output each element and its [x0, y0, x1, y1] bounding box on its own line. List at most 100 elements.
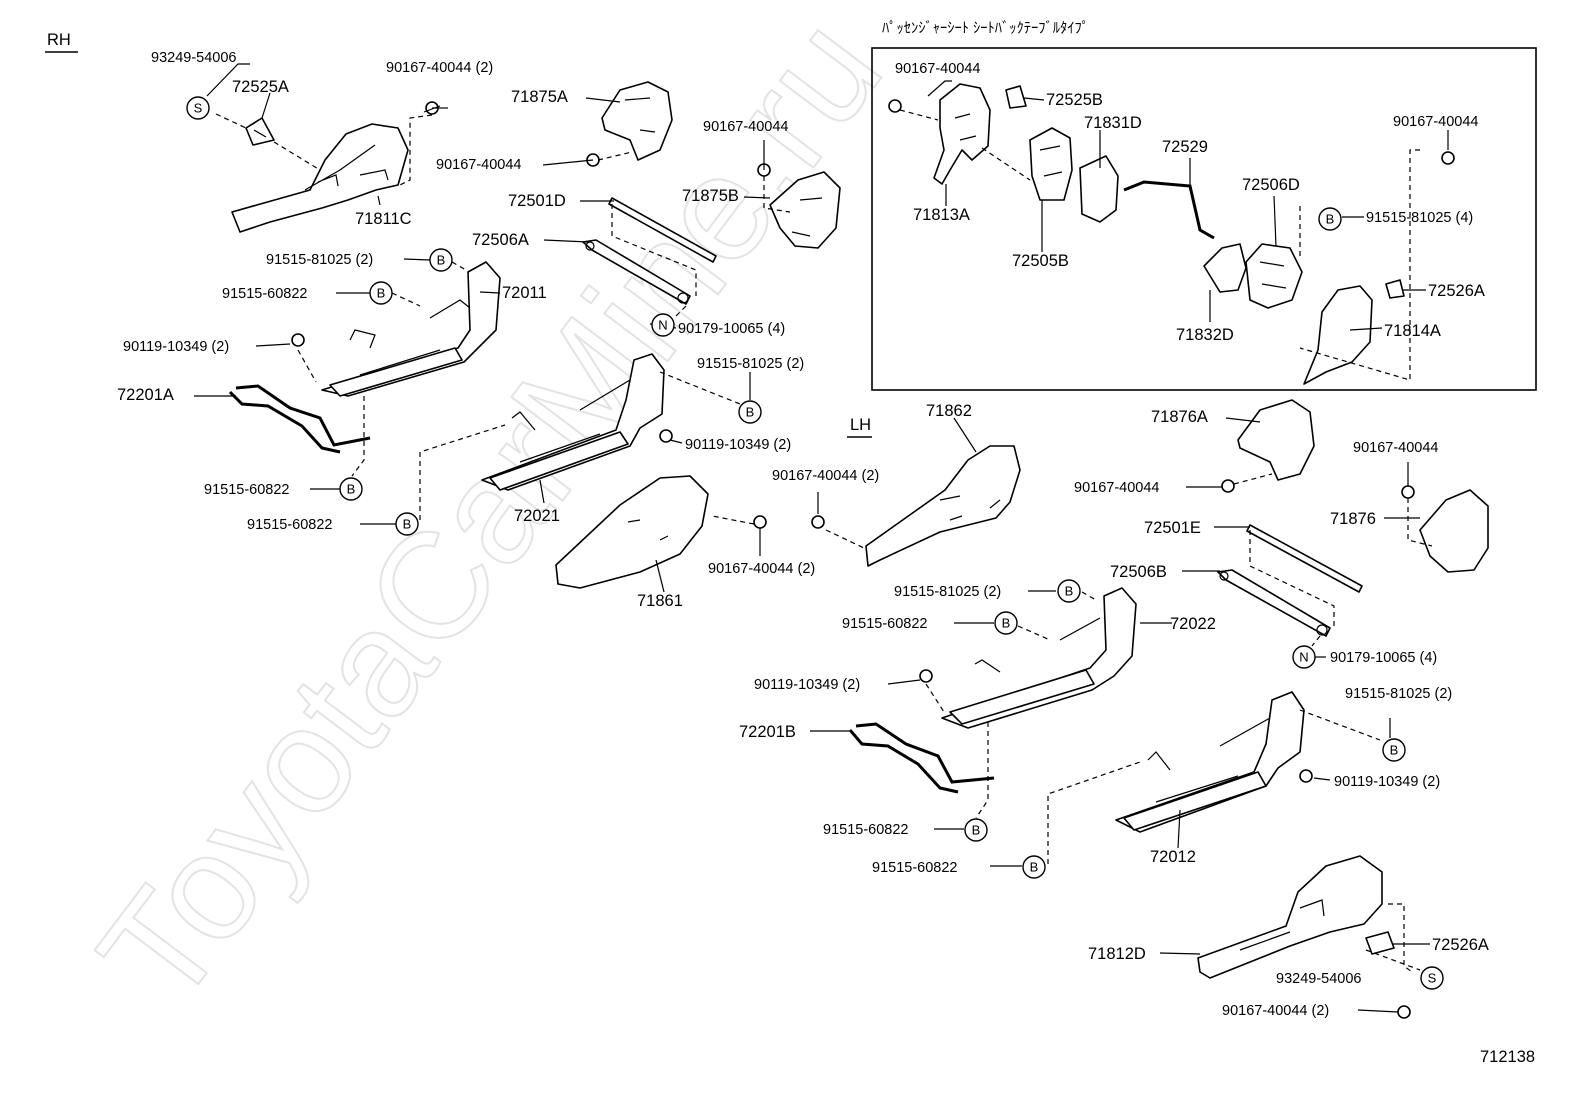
label-91515-81025-2-rh: 91515-81025 (2) [266, 252, 373, 268]
symbol-b-lh-4: B [964, 818, 988, 842]
svg-text:B: B [437, 253, 446, 268]
part-72506D [1245, 243, 1303, 309]
part-71813A [933, 83, 991, 185]
symbol-n-lh: N [1292, 645, 1316, 669]
section-lh-label: LH [850, 416, 871, 434]
label-90179-10065-4-lh: 90179-10065 (4) [1330, 650, 1437, 666]
label-72021: 72021 [514, 507, 560, 525]
label-90179-10065-4-rh: 90179-10065 (4) [678, 321, 785, 337]
part-72506A-rod [582, 239, 691, 305]
bolt-icon-inset-2 [1441, 151, 1455, 165]
part-72525B [1005, 85, 1027, 109]
part-71876 [1419, 489, 1489, 573]
part-72021-track [481, 353, 665, 491]
bolt-icon-lh-1 [1221, 479, 1235, 493]
label-72526A-lh: 72526A [1432, 936, 1489, 954]
label-90167-40044-2-rh-low: 90167-40044 (2) [708, 561, 815, 577]
label-71831D: 71831D [1084, 114, 1142, 132]
part-71814A [1303, 285, 1373, 385]
label-71876A: 71876A [1151, 408, 1208, 426]
label-71814A: 71814A [1384, 322, 1441, 340]
bolt-icon-rh-6 [753, 515, 767, 529]
svg-text:B: B [403, 517, 412, 532]
label-72526A-inset: 72526A [1428, 282, 1485, 300]
label-90167-40044-2-rh-top: 90167-40044 (2) [386, 60, 493, 76]
svg-text:N: N [1299, 650, 1308, 665]
part-72526A-lh [1365, 931, 1395, 955]
part-71831D [1079, 155, 1119, 223]
svg-text:B: B [377, 286, 386, 301]
symbol-b-rh-3: B [738, 400, 762, 424]
label-72505B: 72505B [1012, 252, 1069, 270]
label-90119-10349-2-lh-a: 90119-10349 (2) [754, 677, 860, 693]
symbol-b-rh-4: B [339, 477, 363, 501]
svg-text:B: B [1326, 212, 1335, 227]
label-91515-81025-4-inset: 91515-81025 (4) [1366, 210, 1473, 226]
label-72011: 72011 [502, 284, 547, 302]
bolt-icon-lh-2 [1401, 485, 1415, 499]
part-72506B-rod [1217, 569, 1331, 637]
part-72022-track [941, 587, 1137, 729]
part-71875B [769, 171, 841, 249]
leader-lines [194, 63, 1449, 1013]
label-93249-54006-lh: 93249-54006 [1276, 971, 1361, 987]
symbol-b-lh-5: B [1022, 855, 1046, 879]
label-72501D: 72501D [508, 192, 566, 210]
label-72012: 72012 [1150, 848, 1196, 866]
part-71861-cover [555, 475, 709, 589]
label-72022: 72022 [1170, 615, 1216, 633]
part-72501E-rod [1246, 524, 1363, 593]
inset-labels: 90167-40044 72525B 71831D 72529 90167-40… [895, 61, 1485, 344]
bolt-icon-lh-3 [919, 669, 933, 683]
bolt-icon-inset-1 [888, 99, 902, 113]
label-72201B: 72201B [739, 723, 796, 741]
label-90167-40044-inset-a: 90167-40044 [895, 61, 980, 77]
label-90167-40044-lh-a: 90167-40044 [1353, 440, 1438, 456]
label-91515-81025-2-lh: 91515-81025 (2) [894, 584, 1001, 600]
label-90119-10349-2-lh-b: 90119-10349 (2) [1334, 774, 1440, 790]
label-71861: 71861 [637, 592, 683, 610]
label-72506B: 72506B [1110, 563, 1167, 581]
label-91515-60822-rh-c: 91515-60822 [247, 517, 332, 533]
label-72506D: 72506D [1242, 176, 1300, 194]
label-90119-10349-2-rh-b: 90119-10349 (2) [685, 437, 791, 453]
symbol-n-rh: N [651, 313, 675, 337]
part-71875A [601, 81, 673, 161]
bolt-icon-lh-5 [1397, 1005, 1411, 1019]
label-93249-54006-rh: 93249-54006 [151, 50, 236, 66]
bolt-icon-rh-4 [291, 333, 305, 347]
label-91515-60822-lh-a: 91515-60822 [842, 616, 927, 632]
part-72529-rod [1123, 180, 1215, 240]
part-72525A-rh [245, 117, 275, 146]
label-71875A: 71875A [511, 88, 568, 106]
label-71875B: 71875B [682, 187, 739, 205]
symbol-b-lh-1: B [1057, 579, 1081, 603]
part-71832D [1203, 243, 1247, 293]
part-71811C [231, 123, 409, 233]
part-72201A-wire [228, 384, 371, 454]
label-71812D: 71812D [1088, 945, 1146, 963]
label-91515-81025-2-lh-b: 91515-81025 (2) [1345, 686, 1452, 702]
label-91515-81025-2-rh-b: 91515-81025 (2) [697, 356, 804, 372]
label-90167-40044-rh-a: 90167-40044 [436, 157, 521, 173]
label-91515-60822-rh-a: 91515-60822 [222, 286, 307, 302]
lh-labels: 71862 71876A 90167-40044 90167-40044 718… [739, 402, 1489, 1019]
part-72526A-inset [1385, 279, 1405, 299]
label-72525A-rh: 72525A [232, 78, 289, 96]
label-90167-40044-2-rh-mid: 90167-40044 (2) [772, 468, 879, 484]
label-71813A: 71813A [913, 206, 970, 224]
svg-text:N: N [658, 318, 667, 333]
symbol-b-rh-2: B [369, 281, 393, 305]
symbol-s-rh: S [186, 96, 210, 120]
section-rh-label: RH [47, 31, 71, 49]
label-90167-40044-2-lh: 90167-40044 (2) [1222, 1003, 1329, 1019]
label-90167-40044-lh-b: 90167-40044 [1074, 480, 1159, 496]
svg-text:B: B [1002, 616, 1011, 631]
label-71862: 71862 [926, 402, 972, 420]
label-91515-60822-rh-b: 91515-60822 [204, 482, 289, 498]
label-72529: 72529 [1162, 138, 1208, 156]
label-72506A: 72506A [472, 231, 529, 249]
svg-text:B: B [347, 482, 356, 497]
part-72011-track [321, 261, 501, 397]
